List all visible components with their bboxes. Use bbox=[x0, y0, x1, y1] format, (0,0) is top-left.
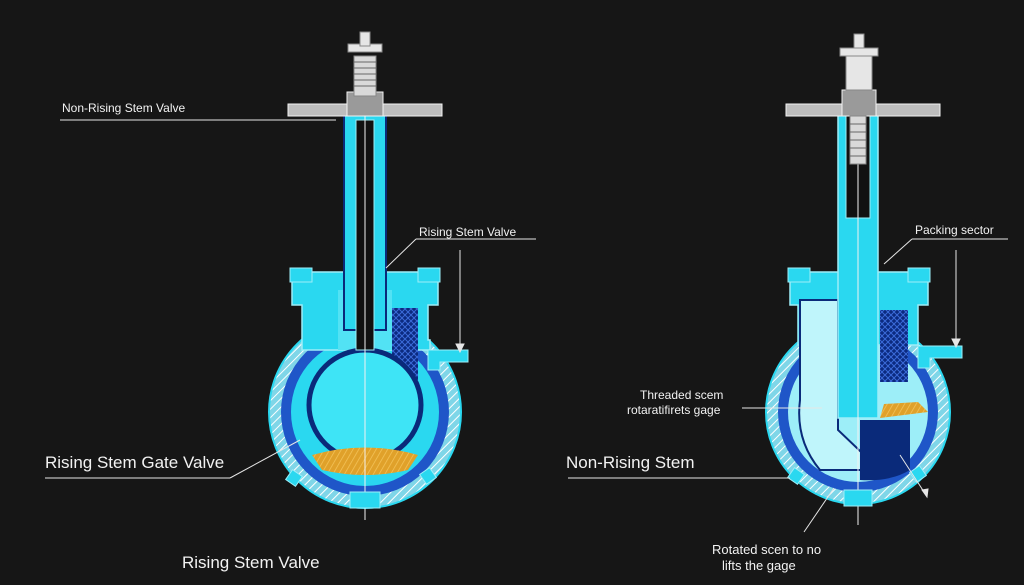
right-seat bbox=[880, 402, 928, 418]
right-nozzle bbox=[917, 345, 963, 369]
label-right-mid-1: Threaded scem bbox=[640, 388, 724, 402]
left-nozzle bbox=[427, 349, 469, 371]
left-leaders bbox=[45, 119, 536, 479]
label-right-side: Non-Rising Stem bbox=[566, 453, 695, 472]
label-right-mid-2: rotaratifirets gage bbox=[627, 403, 721, 417]
right-packing bbox=[880, 310, 908, 382]
label-right-bottom-2: lifts the gage bbox=[722, 558, 796, 573]
label-left-bottom: Rising Stem Valve bbox=[182, 553, 320, 572]
label-right-bottom-1: Rotated scen to no bbox=[712, 542, 822, 557]
right-leaders bbox=[568, 238, 1008, 533]
right-valve bbox=[765, 33, 963, 525]
label-left-right: Rising Stem Valve bbox=[419, 225, 517, 239]
label-left-top: Non-Rising Stem Valve bbox=[62, 101, 186, 115]
left-valve bbox=[268, 31, 469, 520]
label-left-side: Rising Stem Gate Valve bbox=[45, 453, 225, 472]
label-right-top: Packing sector bbox=[915, 223, 994, 237]
